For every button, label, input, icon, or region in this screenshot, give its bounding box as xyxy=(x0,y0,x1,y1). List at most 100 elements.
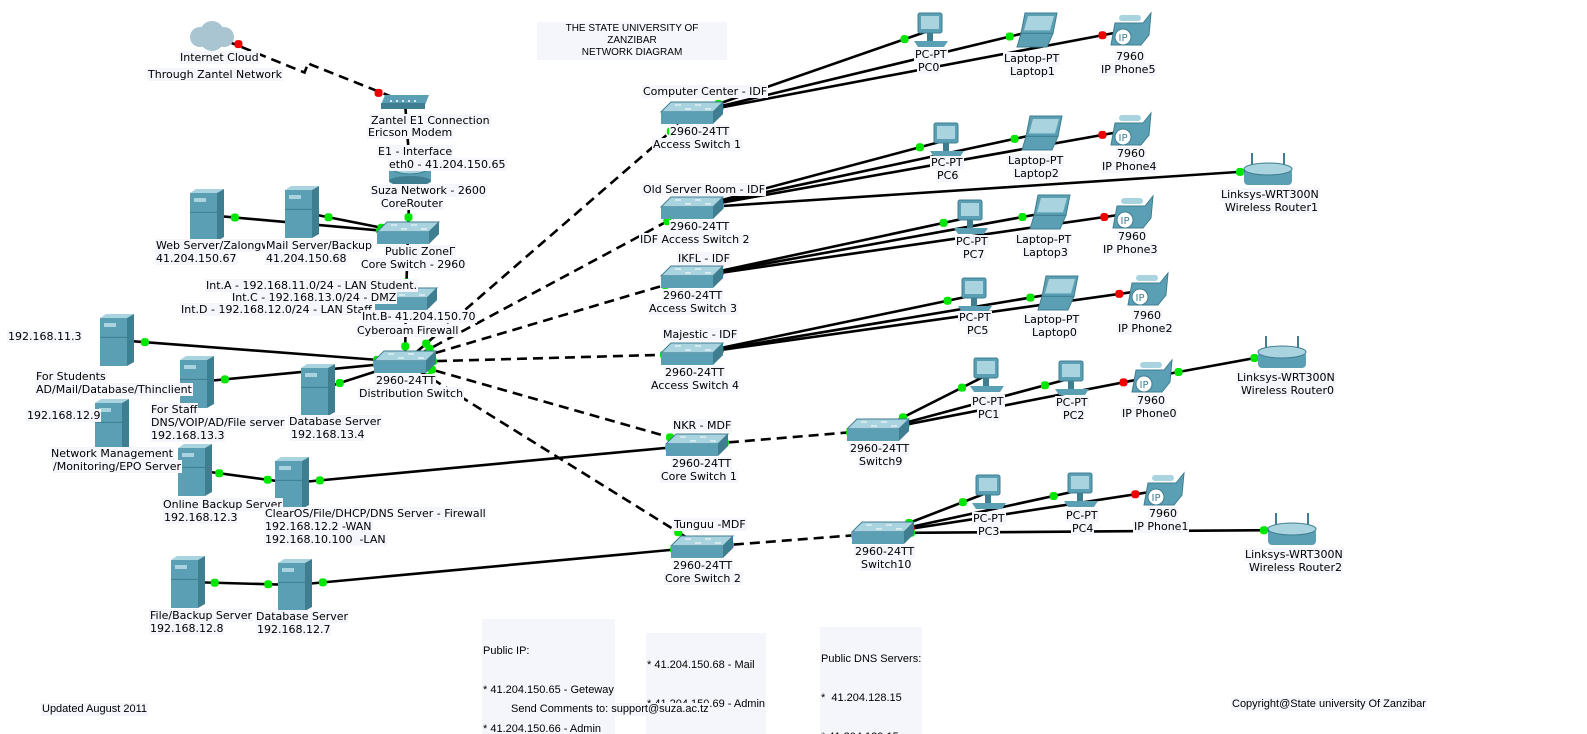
ip-phone-glyph: IP xyxy=(1136,293,1145,304)
cable[interactable] xyxy=(404,360,698,447)
pc-icon[interactable] xyxy=(914,12,948,47)
server-icon[interactable] xyxy=(100,314,134,366)
link-sw10-phone1[interactable] xyxy=(882,488,1164,535)
link-srv_db12-cs2[interactable] xyxy=(294,545,703,587)
switch-icon[interactable] xyxy=(669,535,735,558)
device-label-pc5: PC-PT xyxy=(958,311,992,324)
port-status-light-up xyxy=(315,476,324,485)
cable[interactable] xyxy=(691,138,948,210)
ip-phone-glyph: IP xyxy=(1119,33,1128,44)
cable[interactable] xyxy=(691,215,972,279)
server-icon[interactable] xyxy=(285,186,319,238)
switch-icon[interactable] xyxy=(659,101,725,124)
wrouter-icon[interactable] xyxy=(1267,513,1317,545)
cable[interactable] xyxy=(691,28,932,115)
link-sw9-phone0[interactable] xyxy=(877,375,1152,432)
link-as4-laptop0[interactable] xyxy=(691,291,1059,356)
cable[interactable] xyxy=(691,28,1131,115)
cable[interactable] xyxy=(691,293,976,356)
cable[interactable] xyxy=(691,210,1051,279)
cable[interactable] xyxy=(294,545,703,587)
cable[interactable] xyxy=(882,488,1082,535)
device-label-srv_netmgmt: Network Management xyxy=(50,447,174,460)
switch-icon[interactable] xyxy=(845,418,911,441)
wrouter-icon[interactable] xyxy=(1243,153,1293,185)
link-distribution-as4[interactable] xyxy=(404,350,693,366)
device-label-sw10: Switch10 xyxy=(860,558,913,571)
device-label-laptop3: Laptop-PT xyxy=(1015,233,1073,246)
switch-icon[interactable] xyxy=(659,342,725,365)
cable[interactable] xyxy=(691,28,1038,115)
link-distribution-as2[interactable] xyxy=(404,206,693,364)
switch-icon[interactable] xyxy=(375,221,441,244)
server-icon[interactable] xyxy=(190,189,224,241)
port-status-light-down xyxy=(374,88,383,97)
phone-icon[interactable]: IP xyxy=(1112,194,1154,229)
device-label-srv_db13: Database Server xyxy=(288,415,383,428)
switch-icon[interactable] xyxy=(659,265,725,288)
cable[interactable] xyxy=(691,168,1269,210)
cable[interactable] xyxy=(404,360,703,549)
wrouter-icon[interactable] xyxy=(1257,336,1307,368)
device-label-laptop1: Laptop1 xyxy=(1009,65,1056,78)
switch-icon[interactable] xyxy=(659,196,725,219)
link-internet-modem[interactable] xyxy=(211,33,406,104)
comments-note: Send Comments to: support@suza.ac.tz xyxy=(510,703,710,716)
cloud-icon[interactable] xyxy=(190,21,234,51)
link-srv_filebackup-srv_db12[interactable] xyxy=(187,578,296,589)
modem-icon[interactable] xyxy=(381,95,429,109)
cable[interactable] xyxy=(187,580,296,587)
pc-icon[interactable] xyxy=(970,357,1004,392)
cable[interactable] xyxy=(404,206,693,364)
cable[interactable] xyxy=(291,443,698,485)
cable[interactable] xyxy=(877,375,1152,432)
laptop-icon[interactable] xyxy=(1037,275,1079,311)
switch-icon[interactable] xyxy=(372,350,438,373)
pc-icon[interactable] xyxy=(972,474,1006,509)
device-label-laptop0: Laptop-PT xyxy=(1023,313,1081,326)
server-icon[interactable] xyxy=(301,364,335,416)
switch-icon[interactable] xyxy=(664,433,730,456)
cable[interactable] xyxy=(404,275,693,364)
server-icon[interactable] xyxy=(171,556,205,608)
server-icon[interactable] xyxy=(278,559,312,611)
link-as3-pc7[interactable] xyxy=(691,215,972,279)
cable[interactable] xyxy=(116,338,406,364)
port-status-light-up xyxy=(1250,354,1259,363)
pc-icon[interactable] xyxy=(1055,360,1089,395)
phone-icon[interactable]: IP xyxy=(1110,111,1152,146)
link-as1-pc0[interactable] xyxy=(691,28,932,115)
cable[interactable] xyxy=(404,352,693,364)
pc-icon[interactable] xyxy=(930,122,964,157)
link-as1-laptop1[interactable] xyxy=(691,28,1038,115)
serial-cable[interactable] xyxy=(211,33,406,104)
laptop-icon[interactable] xyxy=(1016,12,1058,48)
link-as1-phone5[interactable] xyxy=(691,28,1131,115)
device-label-as4: Majestic - IDF xyxy=(662,328,739,341)
link-srv_clearos-cs1[interactable] xyxy=(291,443,698,485)
server-icon[interactable] xyxy=(180,356,214,408)
device-label-phone0: 7960 xyxy=(1136,394,1166,407)
link-distribution-cs1[interactable] xyxy=(404,360,698,447)
pc-icon[interactable] xyxy=(958,277,992,312)
phone-icon[interactable]: IP xyxy=(1110,11,1152,46)
port-status-light-up xyxy=(264,580,273,589)
cable[interactable] xyxy=(691,291,1059,356)
device-label-srv_clearos: 192.168.10.100 -LAN xyxy=(264,533,387,546)
server-icon[interactable] xyxy=(95,399,129,451)
server-icon[interactable] xyxy=(178,444,212,496)
device-label-router: E1 - Interface xyxy=(377,145,454,158)
phone-icon[interactable]: IP xyxy=(1127,271,1169,306)
phone-icon[interactable]: IP xyxy=(1143,471,1185,506)
port-status-light-up xyxy=(1049,491,1058,500)
cable[interactable] xyxy=(882,488,1164,535)
public-ip-note: Public IP: * 41.204.150.65 - Geteway * 4… xyxy=(482,619,615,734)
switch-icon[interactable] xyxy=(850,521,916,544)
link-srv_students-distribution[interactable] xyxy=(116,338,406,364)
device-label-srv_netmgmt: 192.168.12.9 xyxy=(26,409,102,422)
phone-icon[interactable]: IP xyxy=(1131,358,1173,393)
pc-icon[interactable] xyxy=(1064,472,1098,507)
laptop-icon[interactable] xyxy=(1021,115,1063,151)
pc-icon[interactable] xyxy=(954,199,988,234)
laptop-icon[interactable] xyxy=(1029,194,1071,230)
